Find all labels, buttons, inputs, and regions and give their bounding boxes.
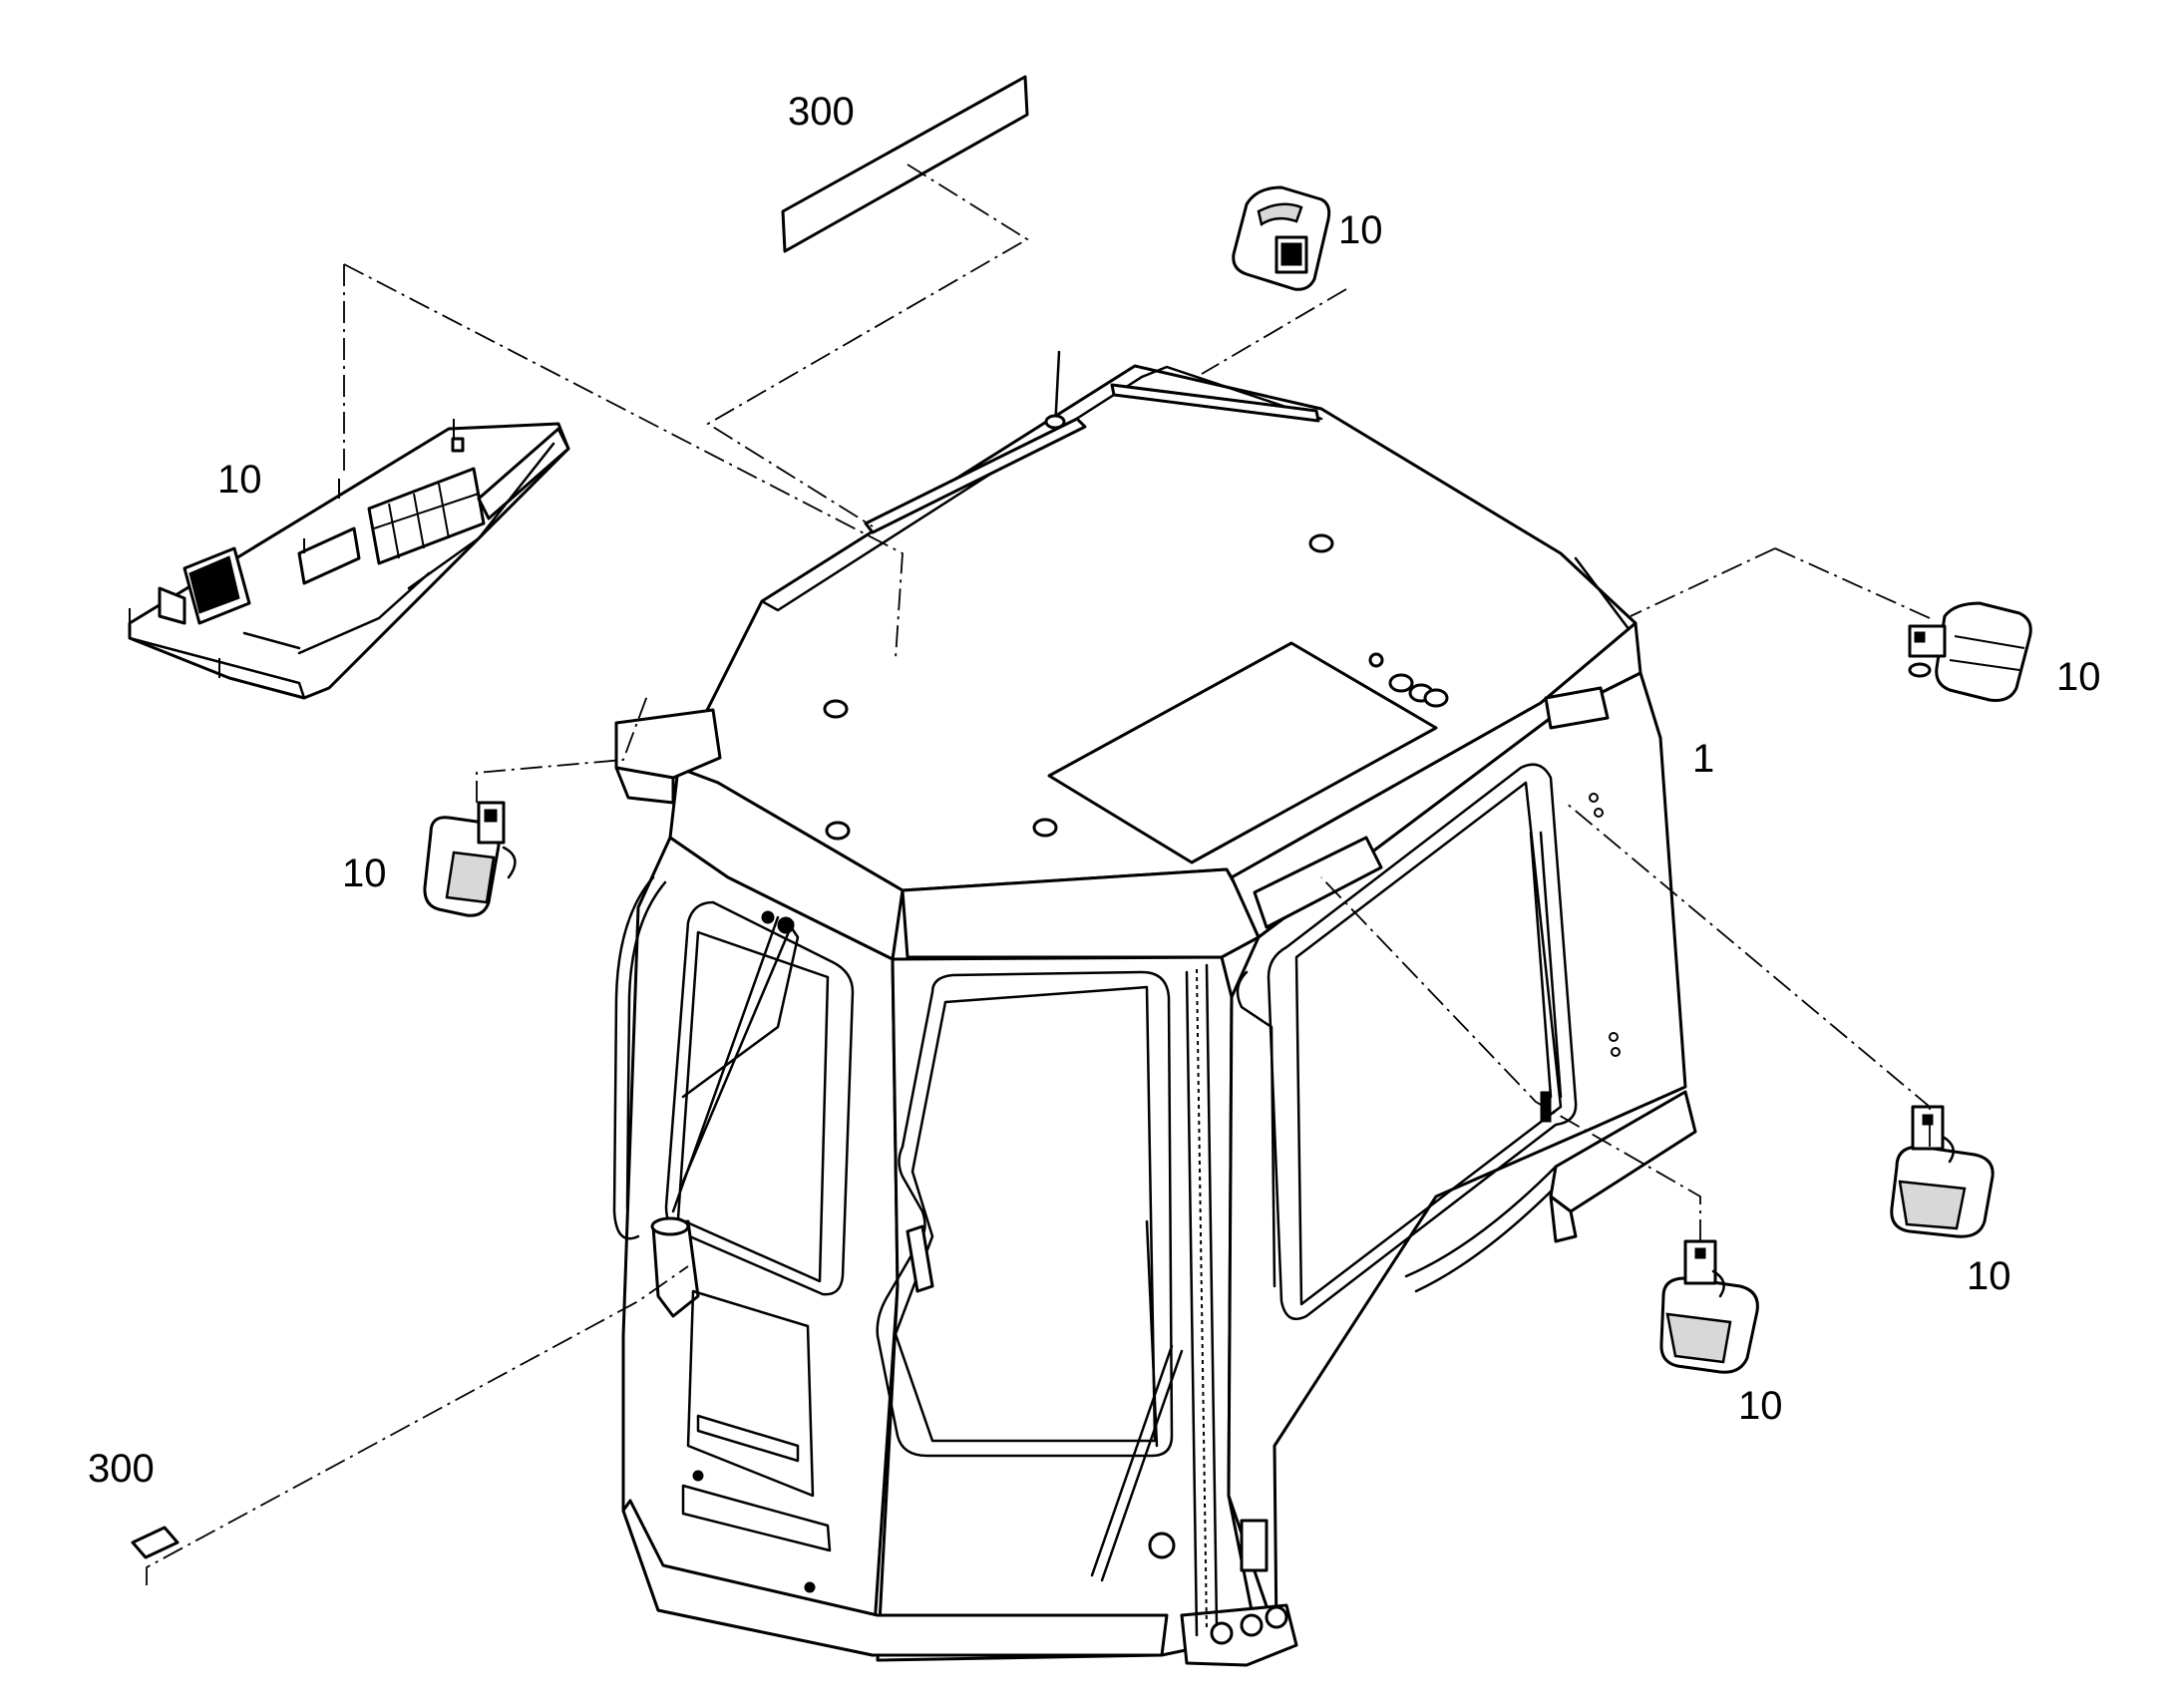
callout-cab: 1 — [1692, 737, 1714, 781]
cab-assembly — [612, 350, 1697, 1667]
decal-top — [781, 75, 1029, 253]
callout-decal-top: 300 — [788, 90, 855, 134]
roof-hatch — [1047, 641, 1438, 864]
work-light-right-upper — [1908, 601, 2032, 702]
decal-top-sheet — [781, 75, 1029, 253]
work-light-rear — [1659, 1239, 1759, 1374]
callout-light-left: 10 — [342, 852, 387, 895]
callout-light-top: 10 — [1338, 208, 1383, 252]
decal-bottom-sheet — [131, 1526, 180, 1559]
callout-light-right-lower: 10 — [1967, 1254, 2011, 1298]
work-light-top — [1232, 185, 1331, 291]
callout-light-right-upper: 10 — [2056, 655, 2101, 699]
callout-light-rear: 10 — [1738, 1384, 1783, 1428]
leader-lines — [146, 164, 1931, 1585]
work-light-left — [423, 801, 517, 917]
cab-side-panel — [1227, 671, 1687, 1637]
wiring-harness — [128, 419, 570, 700]
door-window — [876, 970, 1174, 1458]
callout-harness: 10 — [217, 458, 262, 502]
decal-bottom — [131, 1526, 180, 1559]
callout-decal-bottom: 300 — [88, 1447, 155, 1491]
side-window — [1267, 763, 1578, 1321]
callout-labels: 300 10 10 10 10 1 10 10 300 — [88, 90, 2101, 1491]
work-light-right-lower — [1890, 1105, 1995, 1238]
